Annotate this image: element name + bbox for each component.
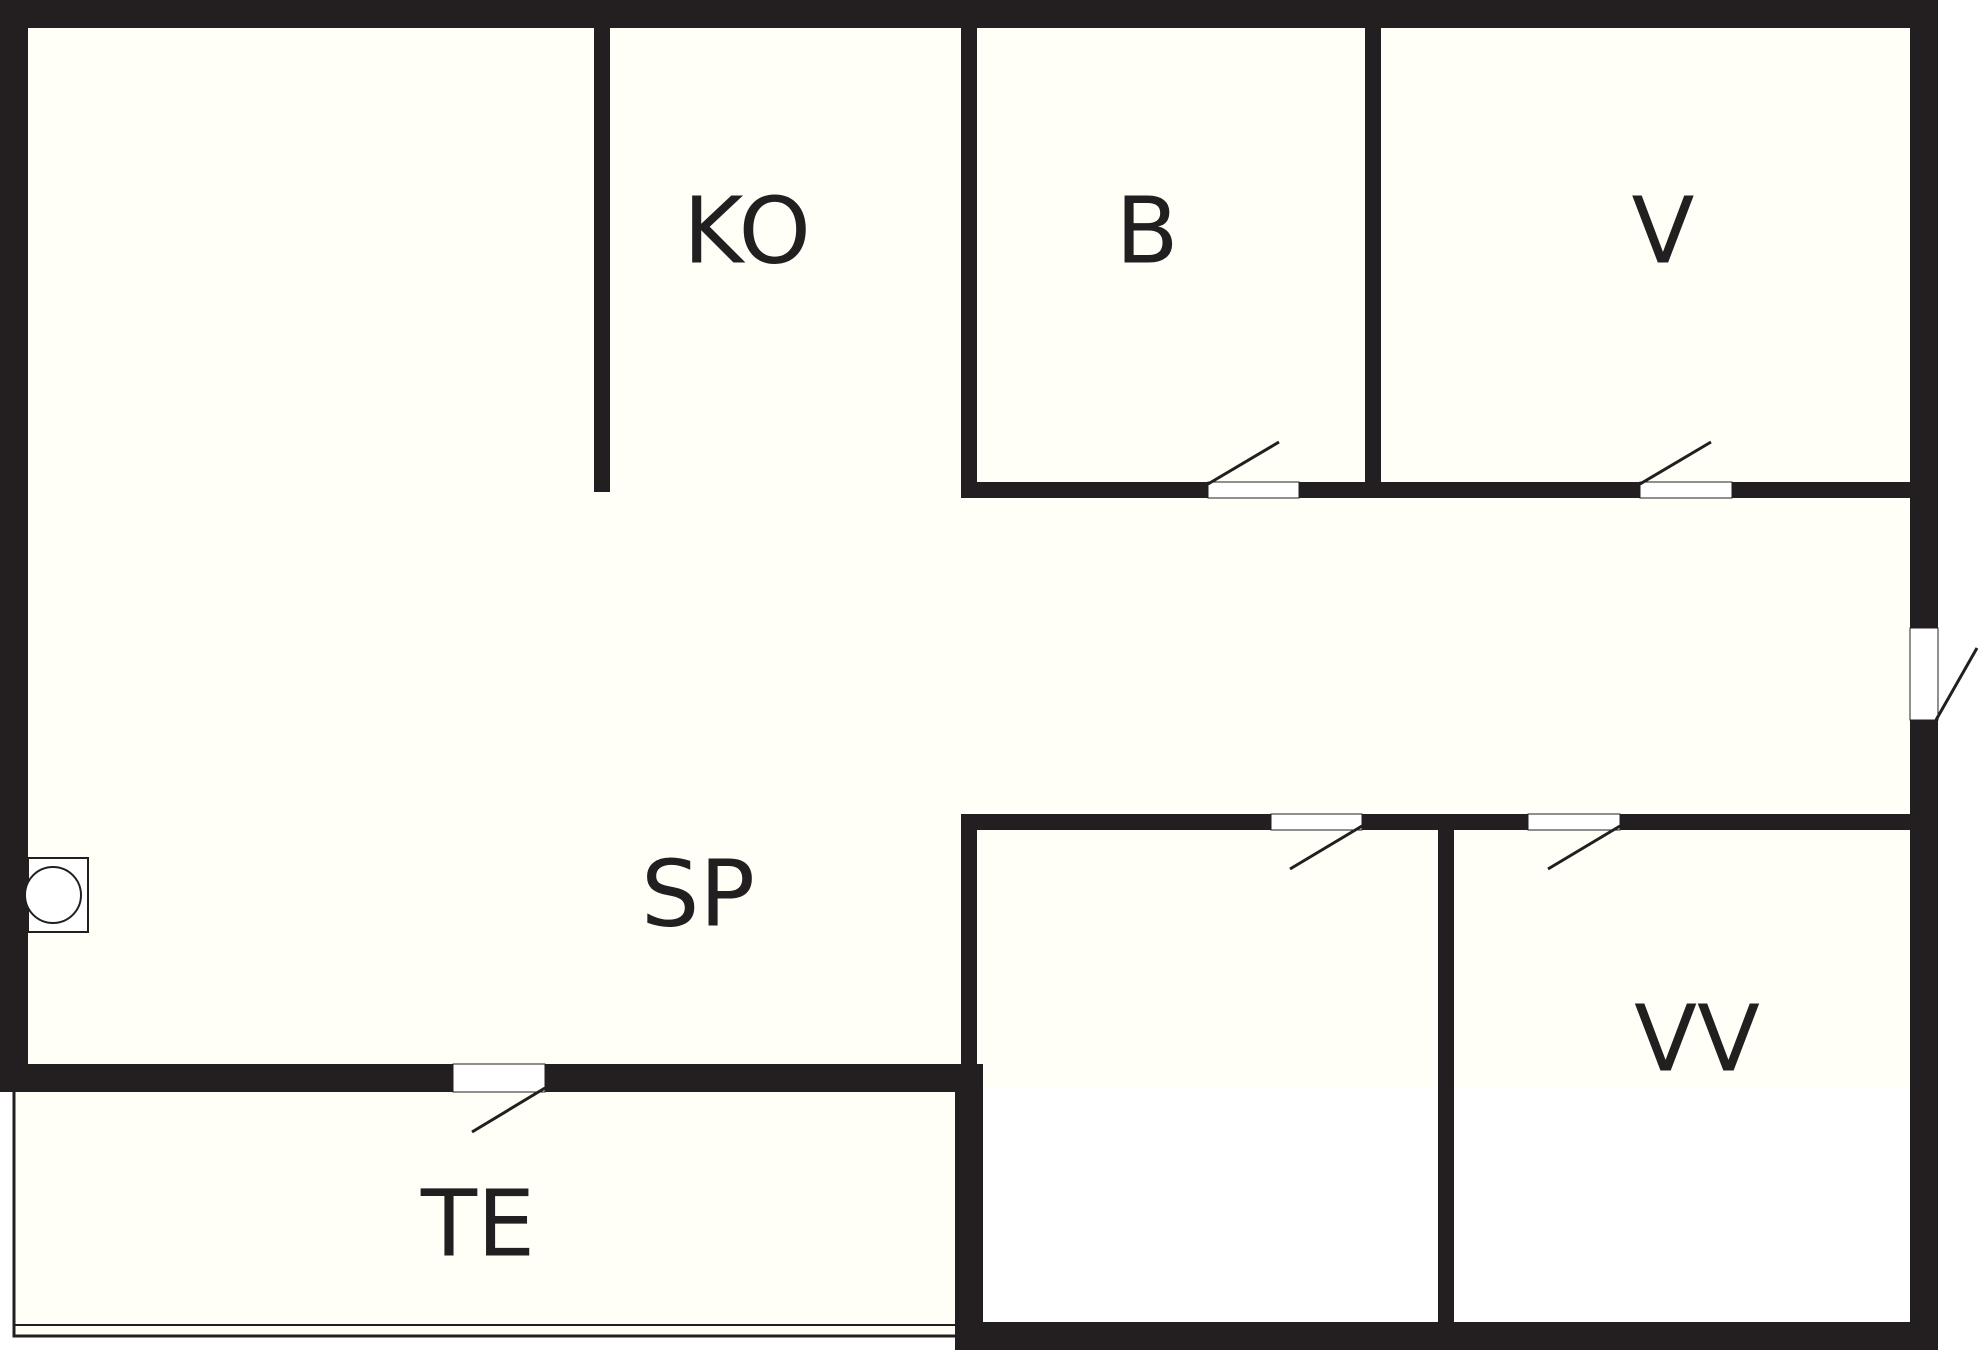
door-opening-entrance xyxy=(1909,627,1939,721)
door-opening-terrace xyxy=(452,1063,546,1093)
door-leaf-entrance xyxy=(1934,647,1979,721)
room-label-vv: VV xyxy=(1634,985,1760,1092)
door-opening-b xyxy=(1207,481,1300,499)
door-openings xyxy=(452,481,1939,1093)
lower-rooms-top-wall-c xyxy=(1620,814,1912,830)
room-label-b: B xyxy=(1115,177,1178,284)
door-opening-v xyxy=(1639,481,1733,499)
upper-rooms-bottom-wall-b xyxy=(1299,482,1640,498)
door-opening-vv xyxy=(1527,813,1621,831)
b-left-wall xyxy=(961,14,977,498)
upper-rooms-bottom-wall-c xyxy=(1732,482,1912,498)
room-label-v: V xyxy=(1632,177,1695,284)
terrace-outline xyxy=(12,1092,956,1338)
room-label-sp: SP xyxy=(641,840,755,947)
lower-left-wall xyxy=(961,814,977,1066)
right-outer-wall-lower xyxy=(1910,720,1938,1350)
lower-divider-wall xyxy=(1438,814,1454,1330)
door-leaves xyxy=(471,440,1979,1134)
door-leaf-b xyxy=(1207,440,1280,486)
room-label-ko: KO xyxy=(683,177,811,284)
door-leaf-v xyxy=(1639,440,1712,486)
room-label-te: TE xyxy=(420,1170,535,1277)
terrace-border xyxy=(12,1092,956,1338)
stove-icon xyxy=(24,857,89,933)
left-outer-wall xyxy=(0,0,28,1092)
lower-rooms-top-wall-a xyxy=(961,814,1271,830)
door-leaf-terrace xyxy=(471,1086,546,1134)
door-leaf-lower-left xyxy=(1289,824,1363,871)
b-v-divider-wall xyxy=(1365,14,1381,490)
right-outer-wall-upper xyxy=(1910,0,1938,628)
stove-icon-circle xyxy=(24,866,82,924)
room-labels: KO B V SP VV TE xyxy=(420,177,1760,1277)
living-bottom-wall-right xyxy=(545,1064,982,1092)
terrace-floor xyxy=(14,1088,964,1338)
door-opening-lower-left xyxy=(1270,813,1363,831)
ko-partition-wall xyxy=(594,14,610,492)
walls xyxy=(0,0,1938,1350)
living-bottom-wall-left xyxy=(0,1064,453,1092)
door-leaf-vv xyxy=(1547,824,1621,871)
upper-rooms-bottom-wall-a xyxy=(961,482,1208,498)
terrace-right-wall xyxy=(955,1064,983,1350)
